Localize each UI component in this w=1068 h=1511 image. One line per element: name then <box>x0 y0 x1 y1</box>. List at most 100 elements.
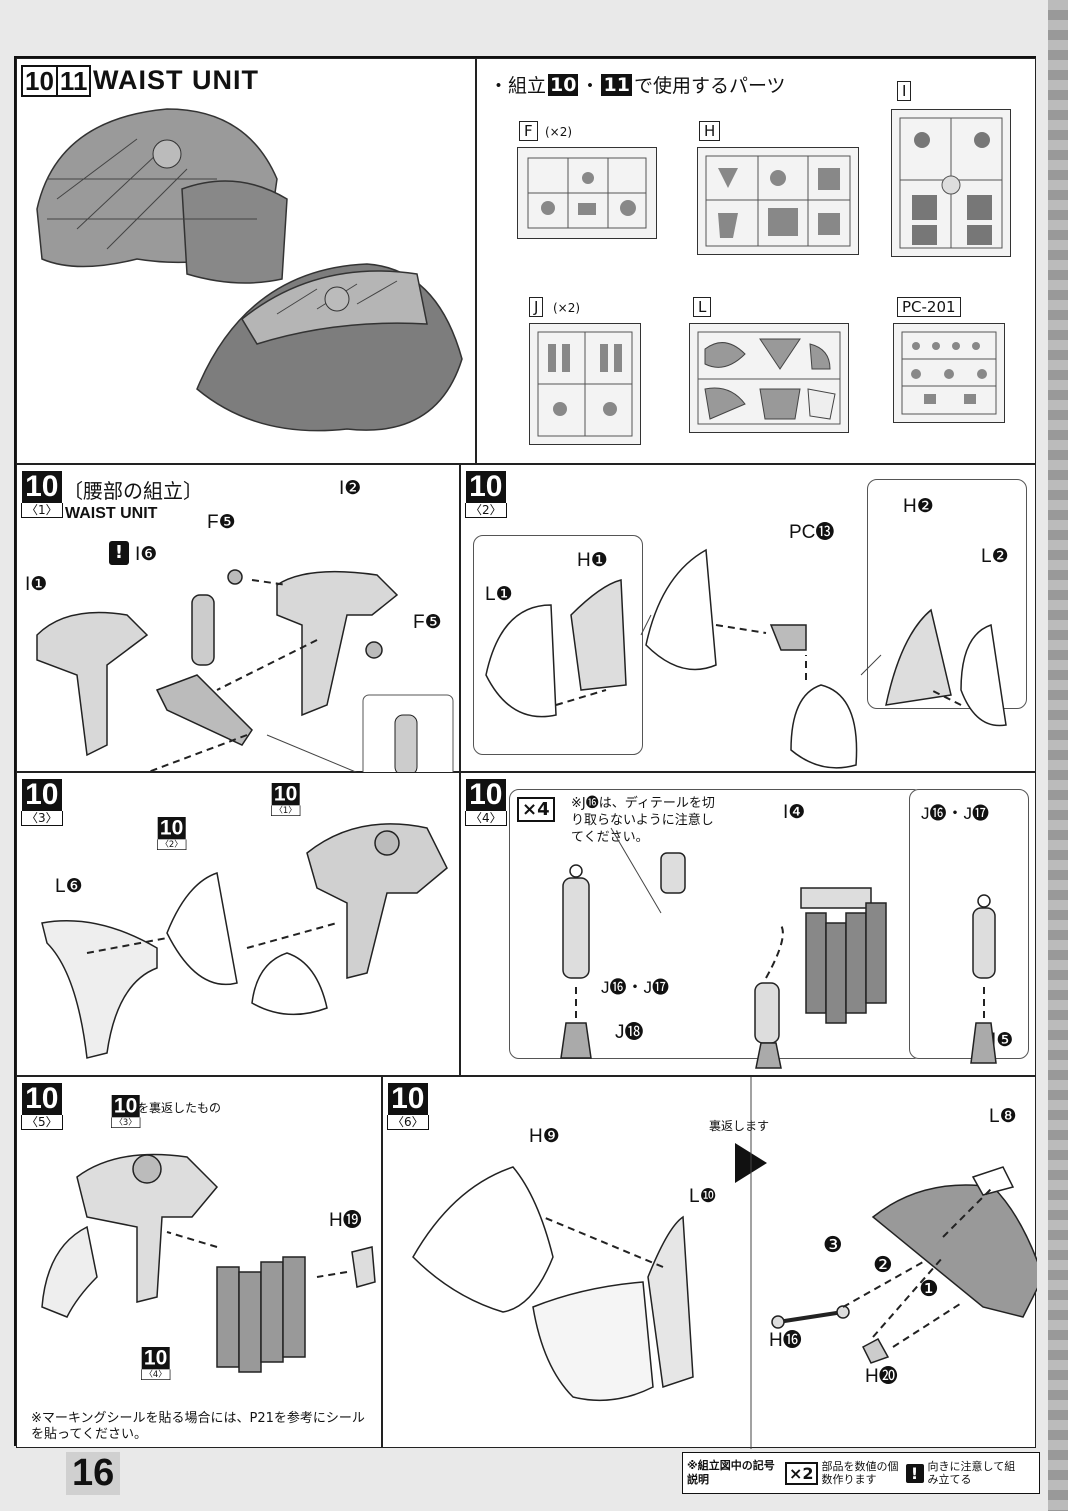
legend-x2-text: 部品を数値の個数作ります <box>821 1460 899 1486</box>
step-sub-number: 〈5〉 <box>21 1115 63 1130</box>
ref-number: 10 <box>271 783 300 806</box>
label-i5: I❺ <box>991 1030 1014 1051</box>
label-l2: L❷ <box>981 546 1009 567</box>
step-10-1-panel: 10 〈1〉 〔腰部の組立〕 WAIST UNIT I❷ F❺ ! I❻ I❶ … <box>16 464 460 773</box>
flipped-note: を裏返したもの <box>137 1101 222 1115</box>
step-10-5-diagram <box>41 1153 376 1373</box>
page-title: WAIST UNIT <box>93 65 259 95</box>
step-10-2-right-inset <box>867 479 1027 709</box>
label-i1: I❶ <box>25 574 48 595</box>
label-h19: H⓳ <box>329 1210 362 1231</box>
title-step-11: 11 <box>57 65 92 97</box>
heading-prefix: ・組立 <box>489 75 547 97</box>
step-10-5-number: 10 〈5〉 <box>21 1083 63 1130</box>
label-pc13: PC⓭ <box>789 522 835 543</box>
step-10-2-left-inset <box>473 535 643 755</box>
label-j16-j17-left: J⓰・J⓱ <box>601 978 669 997</box>
step-number: 10 <box>466 471 506 503</box>
label-i2: I❷ <box>339 478 362 499</box>
label-f5-top: F❺ <box>207 512 236 533</box>
label-i4: I❹ <box>783 802 806 823</box>
legend-warning-text: 向きに注意して組み立てる <box>927 1460 1016 1486</box>
step-sub-number: 〈1〉 <box>21 503 63 518</box>
heading-suffix: で使用するパーツ <box>633 75 786 97</box>
waist-unit-render <box>36 108 463 432</box>
ref-number: 10 <box>157 817 186 840</box>
step-10-1-diagram <box>36 569 454 773</box>
sprue-l <box>689 323 849 433</box>
title-steps: 10 11 <box>21 65 92 97</box>
step-10-1-title-jp: 〔腰部の組立〕 <box>63 479 203 503</box>
step-10-2-panel: 10 〈2〉 H❷ PC⓭ H❶ L❶ L❷ <box>460 464 1036 772</box>
step-sub-number: 〈4〉 <box>465 811 507 826</box>
ref-step-10-4: 10 〈4〉 <box>141 1347 171 1380</box>
step-10-3-number: 10 〈3〉 <box>21 779 63 826</box>
label-l8: L❽ <box>989 1106 1017 1127</box>
label-f5-right: F❺ <box>413 612 442 633</box>
warning-icon: ! <box>109 541 129 565</box>
ref-step-10-2: 10 〈2〉 <box>157 817 187 850</box>
heading-step-11: 11 <box>601 73 632 96</box>
label-h9: H❾ <box>529 1126 560 1147</box>
step-10-1-title-en: WAIST UNIT <box>65 505 158 522</box>
step-10-6-number: 10 〈6〉 <box>387 1083 429 1130</box>
step-10-3-diagram <box>41 823 448 1059</box>
label-h1: H❶ <box>577 550 608 571</box>
ref-sub-number: 〈1〉 <box>271 805 301 816</box>
step-10-5-panel: 10 〈5〉 10 〈3〉 を裏返したもの 10 〈4〉 H⓳ ※マーキングシー… <box>16 1076 382 1448</box>
step-number: 10 <box>22 471 62 503</box>
step-sub-number: 〈2〉 <box>465 503 507 518</box>
heading-separator: ・ <box>580 75 600 97</box>
order-marker-2: ❷ <box>873 1253 893 1278</box>
sprue-label-f: F <box>519 121 538 141</box>
order-marker-1: ❶ <box>919 1277 939 1302</box>
label-l10: L❿ <box>689 1186 717 1207</box>
step-10-4-diagram <box>560 827 997 1069</box>
marking-sticker-note: ※マーキングシールを貼る場合には、P21を参考にシールを貼ってください。 <box>31 1411 365 1442</box>
label-l6: L❻ <box>55 876 83 897</box>
ref-number: 10 <box>141 1347 170 1370</box>
step-sub-number: 〈3〉 <box>21 811 63 826</box>
label-j18: J⓲ <box>615 1022 644 1043</box>
label-h16: H⓰ <box>769 1330 802 1351</box>
ref-sub-number: 〈4〉 <box>141 1369 171 1380</box>
heading-step-10: 10 <box>548 73 579 96</box>
step-number: 10 <box>22 779 62 811</box>
step-10-3-panel: 10 〈3〉 10 〈2〉 10 〈1〉 L❻ <box>16 772 460 1076</box>
step-10-1-number: 10 〈1〉 <box>21 471 63 518</box>
detail-warning-note: ※J⓰は、ディテールを切り取らないように注意してください。 <box>571 796 715 845</box>
sprue-label-pc201: PC-201 <box>897 297 961 317</box>
step-10-6-diagram <box>412 1077 1037 1449</box>
title-step-10: 10 <box>21 65 58 97</box>
ref-step-10-1: 10 〈1〉 <box>271 783 301 816</box>
sprue-qty-j: (×2) <box>553 301 581 315</box>
sprue-label-h: H <box>699 121 721 141</box>
label-h20: H⓴ <box>865 1366 898 1387</box>
sprue-qty-f: (×2) <box>545 125 573 139</box>
step-sub-number: 〈6〉 <box>387 1115 429 1130</box>
ref-sub-number: 〈2〉 <box>157 839 187 850</box>
manual-page: 10 11 WAIST UNIT ・組立 10 ・ 11 で使用する <box>14 56 1037 1449</box>
legend-x2-icon: ×2 <box>785 1461 818 1485</box>
sprue-f <box>517 147 657 239</box>
page-number: 16 <box>66 1452 121 1495</box>
step-number: 10 <box>388 1083 428 1115</box>
parts-used-heading: ・組立 10 ・ 11 で使用するパーツ <box>489 71 786 98</box>
step-10-2-diagram <box>485 548 1007 769</box>
symbol-legend: ※組立図中の記号説明 ×2 部品を数値の個数作ります ! 向きに注意して組み立て… <box>682 1452 1040 1494</box>
title-panel: 10 11 WAIST UNIT <box>16 58 476 464</box>
multiplier-x4: ×4 <box>517 797 555 822</box>
ref-step-10-3: 10 〈3〉 <box>111 1095 141 1128</box>
order-marker-3: ❸ <box>823 1233 843 1258</box>
sprue-label-i: I <box>897 81 912 101</box>
flip-over-note: 裏返します <box>709 1119 770 1133</box>
label-h2: H❷ <box>903 496 934 517</box>
step-10-4-side-inset <box>909 789 1029 1059</box>
sprue-label-j: J <box>529 297 544 317</box>
sprue-j <box>529 323 641 445</box>
label-l1: L❶ <box>485 584 513 605</box>
legend-warning-icon: ! <box>905 1463 924 1483</box>
ref-number: 10 <box>111 1095 140 1118</box>
step-10-4-number: 10 〈4〉 <box>465 779 507 826</box>
label-i6: I❻ <box>135 544 158 565</box>
